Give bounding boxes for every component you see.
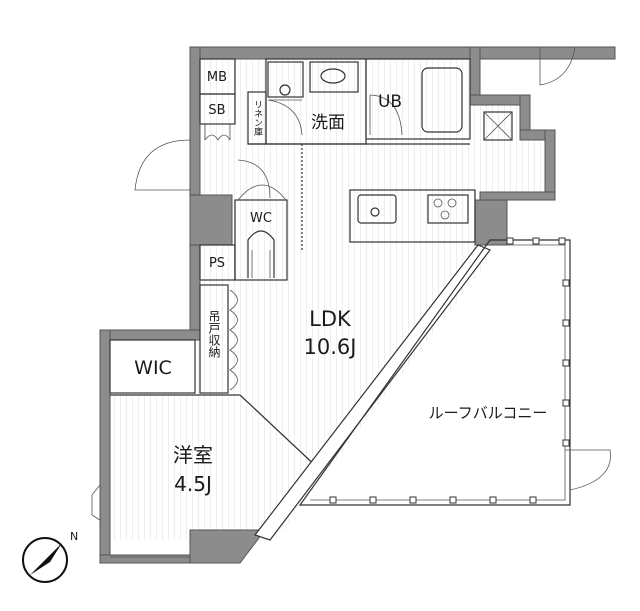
room-label-roof-balcony: ルーフバルコニー bbox=[429, 404, 548, 422]
room-label-wic: WIC bbox=[134, 357, 172, 379]
room-label-ldk: LDK bbox=[309, 307, 352, 331]
room-label-western: 洋室 bbox=[173, 443, 213, 467]
room-label-ps: PS bbox=[209, 256, 225, 271]
room-label-mb: MB bbox=[207, 70, 227, 85]
room-label-washroom: 洗面 bbox=[311, 113, 345, 133]
partitions bbox=[91, 46, 611, 558]
interior-floor bbox=[108, 60, 545, 540]
room-label-ldk-size: 10.6J bbox=[304, 335, 357, 359]
room-label-sb: SB bbox=[208, 103, 225, 118]
room-label-linen: リネン庫 bbox=[252, 100, 263, 137]
outer-walls bbox=[99, 46, 616, 564]
room-label-ub: UB bbox=[378, 92, 402, 112]
compass-label: N bbox=[70, 530, 78, 543]
compass: N bbox=[22, 530, 78, 583]
room-label-wc: WC bbox=[250, 211, 272, 226]
room-label-western-size: 4.5J bbox=[174, 472, 212, 496]
room-label-hanging-storage: 吊戸収納 bbox=[207, 310, 221, 358]
